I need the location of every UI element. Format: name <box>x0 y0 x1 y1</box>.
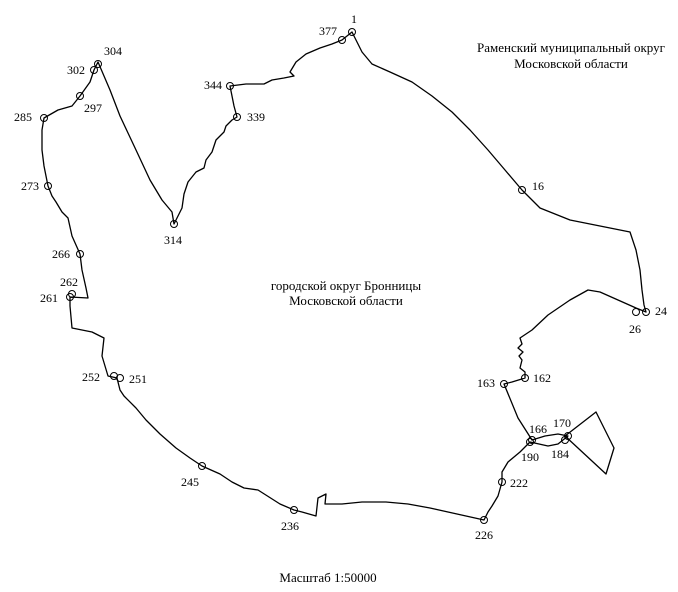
point-label-339: 339 <box>247 110 265 124</box>
point-marker <box>170 220 178 228</box>
point-label-163: 163 <box>477 376 495 390</box>
point-marker <box>90 66 98 74</box>
point-marker <box>76 250 84 258</box>
inner-region-subname: Московской области <box>289 293 403 308</box>
point-label-304: 304 <box>104 44 122 58</box>
point-label-245: 245 <box>181 475 199 489</box>
point-label-261: 261 <box>40 291 58 305</box>
point-label-285: 285 <box>14 110 32 124</box>
point-labels: 1 377 16 24 26 162 163 166 170 184 190 2… <box>14 12 667 542</box>
point-marker <box>338 36 346 44</box>
point-label-170: 170 <box>553 416 571 430</box>
point-label-226: 226 <box>475 528 493 542</box>
point-marker <box>233 113 241 121</box>
point-label-297: 297 <box>84 101 102 115</box>
point-label-190: 190 <box>521 450 539 464</box>
point-label-266: 266 <box>52 247 70 261</box>
point-marker <box>526 438 534 446</box>
point-marker <box>498 478 506 486</box>
point-label-162: 162 <box>533 371 551 385</box>
point-marker <box>44 182 52 190</box>
point-label-251: 251 <box>129 372 147 386</box>
point-marker <box>110 372 118 380</box>
point-marker <box>76 92 84 100</box>
enclave-line <box>564 411 615 475</box>
point-marker <box>642 308 650 316</box>
point-label-184: 184 <box>551 447 569 461</box>
point-label-24: 24 <box>655 304 667 318</box>
point-label-166: 166 <box>529 422 547 436</box>
point-label-222: 222 <box>510 476 528 490</box>
point-label-16: 16 <box>532 179 544 193</box>
point-label-344: 344 <box>204 78 222 92</box>
point-marker <box>94 60 102 68</box>
point-marker <box>198 462 206 470</box>
point-label-26: 26 <box>629 322 641 336</box>
point-marker <box>518 186 526 194</box>
point-label-1: 1 <box>351 12 357 26</box>
inner-region-name: городской округ Бронницы <box>271 278 421 293</box>
point-marker <box>226 82 234 90</box>
point-marker <box>561 436 569 444</box>
point-marker <box>348 28 356 36</box>
point-marker <box>528 436 536 444</box>
boundary-line <box>41 31 647 521</box>
point-label-314: 314 <box>164 233 182 247</box>
scale-label: Масштаб 1:50000 <box>279 570 376 585</box>
point-marker <box>290 506 298 514</box>
point-label-252: 252 <box>82 370 100 384</box>
point-marker <box>632 308 640 316</box>
outer-region-subname: Московской области <box>514 56 628 71</box>
point-marker <box>521 374 529 382</box>
point-marker <box>68 290 76 298</box>
point-label-302: 302 <box>67 63 85 77</box>
point-marker <box>40 114 48 122</box>
point-label-273: 273 <box>21 179 39 193</box>
point-marker <box>480 516 488 524</box>
point-markers <box>40 28 650 524</box>
outer-region-name: Раменский муниципальный округ <box>477 40 665 55</box>
point-label-236: 236 <box>281 519 299 533</box>
point-marker <box>500 380 508 388</box>
point-label-262: 262 <box>60 275 78 289</box>
point-label-377: 377 <box>319 24 337 38</box>
